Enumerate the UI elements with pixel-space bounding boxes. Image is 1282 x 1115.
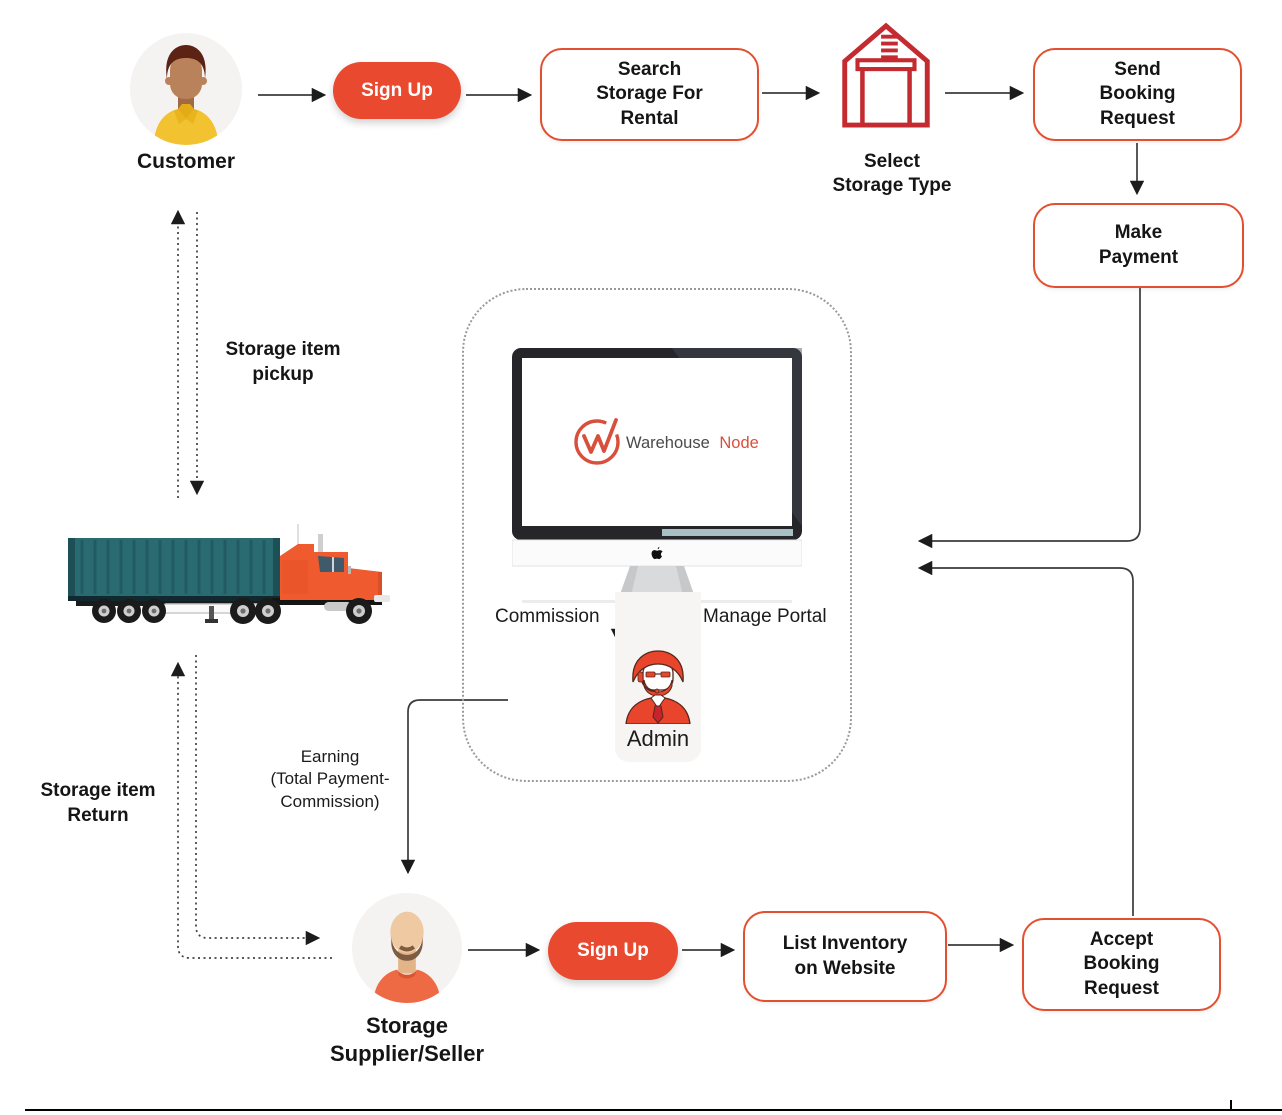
logo-mark-icon bbox=[574, 418, 620, 465]
search-storage-box: Search Storage For Rental bbox=[540, 48, 759, 141]
accept-booking-label: Accept Booking Request bbox=[1083, 929, 1160, 999]
supplier-person-icon bbox=[373, 911, 441, 1003]
commission-label: Commission bbox=[495, 606, 600, 627]
make-payment-label: Make Payment bbox=[1098, 222, 1179, 268]
warehouse-node-logo: Warehouse Node bbox=[626, 434, 759, 452]
list-inventory-label: List Inventory on Website bbox=[782, 933, 908, 979]
admin-card: Admin bbox=[615, 592, 701, 762]
signup-top-button: Sign Up bbox=[333, 62, 461, 119]
arrow-acceptbooking-to-portal bbox=[917, 560, 1134, 916]
admin-icon bbox=[625, 650, 691, 724]
customer-label: Customer bbox=[136, 150, 236, 173]
bottom-border-line bbox=[25, 1109, 1282, 1111]
send-booking-label: Send Booking Request bbox=[1099, 59, 1176, 129]
select-storage-type-label: Select Storage Type bbox=[832, 151, 952, 196]
storage-item-pickup-label: Storage item pickup bbox=[225, 339, 341, 385]
monitor-icon: Warehouse Node bbox=[512, 348, 802, 603]
earning-label: Earning (Total Payment- Commission) bbox=[270, 747, 390, 811]
send-booking-box: Send Booking Request bbox=[1033, 48, 1242, 141]
garage-icon bbox=[842, 22, 930, 128]
arrow-earning-to-supplier bbox=[400, 699, 508, 875]
truck-icon bbox=[68, 524, 390, 624]
search-storage-label: Search Storage For Rental bbox=[596, 59, 703, 129]
arrow-makepayment-to-portal bbox=[917, 287, 1141, 549]
dashed-supplier-to-truck bbox=[170, 661, 332, 959]
list-inventory-box: List Inventory on Website bbox=[743, 911, 947, 1002]
signup-bottom-button: Sign Up bbox=[548, 922, 678, 980]
customer-person-icon bbox=[154, 45, 218, 145]
bottom-border-tick bbox=[1230, 1100, 1232, 1111]
admin-label: Admin bbox=[626, 726, 690, 751]
signup-top-label: Sign Up bbox=[361, 79, 433, 101]
dashed-truck-to-supplier bbox=[195, 655, 321, 946]
signup-bottom-label: Sign Up bbox=[577, 940, 649, 961]
manage-portal-label: Manage Portal bbox=[703, 606, 827, 627]
storage-item-return-label: Storage item Return bbox=[40, 780, 156, 826]
accept-booking-box: Accept Booking Request bbox=[1022, 918, 1221, 1011]
portal-dashed-container bbox=[462, 288, 852, 782]
make-payment-box: Make Payment bbox=[1033, 203, 1244, 288]
apple-logo-icon bbox=[651, 546, 663, 560]
customer-avatar bbox=[130, 33, 242, 145]
supplier-avatar bbox=[352, 893, 462, 1003]
supplier-label: Storage Supplier/Seller bbox=[329, 1013, 485, 1066]
